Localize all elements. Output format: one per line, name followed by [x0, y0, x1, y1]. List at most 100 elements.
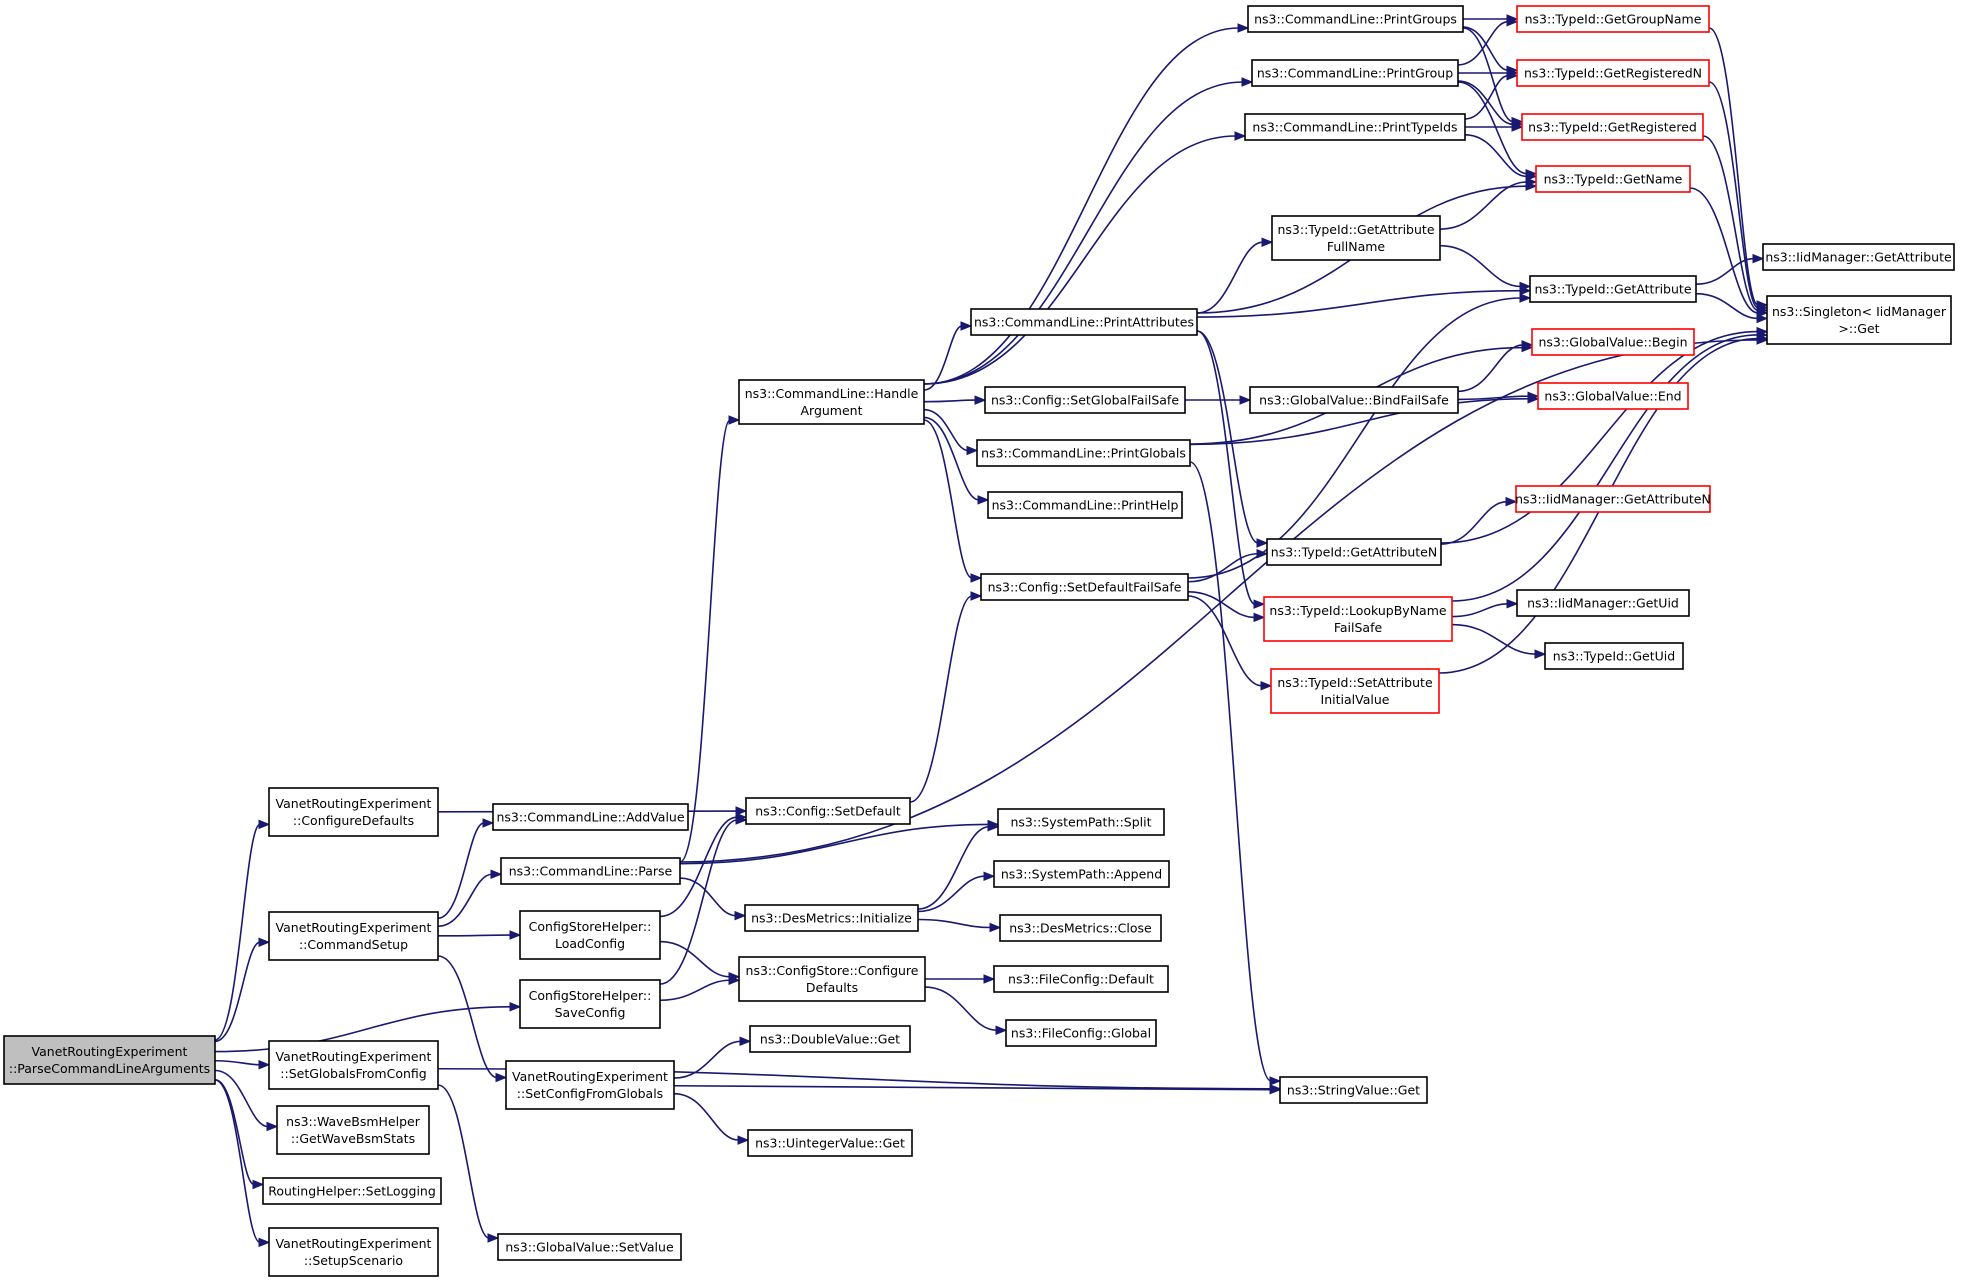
- node-getGroupName[interactable]: ns3::TypeId::GetGroupName: [1516, 5, 1710, 33]
- node-box[interactable]: [980, 573, 1189, 601]
- node-box[interactable]: [1266, 538, 1442, 566]
- node-stringGet[interactable]: ns3::StringValue::Get: [1279, 1076, 1428, 1104]
- node-box[interactable]: [1244, 113, 1466, 141]
- node-box[interactable]: [268, 1227, 439, 1277]
- node-box[interactable]: [984, 386, 1186, 414]
- node-fileDefault[interactable]: ns3::FileConfig::Default: [993, 965, 1169, 993]
- node-box[interactable]: [1521, 113, 1704, 141]
- node-singletonGet[interactable]: ns3::Singleton< IidManager>::Get: [1766, 295, 1952, 345]
- node-box[interactable]: [1249, 386, 1459, 414]
- node-setGlobalFailSafe[interactable]: ns3::Config::SetGlobalFailSafe: [984, 386, 1186, 414]
- node-typeGetUid[interactable]: ns3::TypeId::GetUid: [1544, 642, 1684, 670]
- node-box[interactable]: [1529, 275, 1697, 303]
- node-box[interactable]: [1766, 295, 1952, 345]
- node-getRegisteredN[interactable]: ns3::TypeId::GetRegisteredN: [1516, 59, 1710, 87]
- node-setupScenario[interactable]: VanetRoutingExperiment::SetupScenario: [268, 1227, 439, 1277]
- node-printAttributes[interactable]: ns3::CommandLine::PrintAttributes: [970, 308, 1198, 336]
- node-box[interactable]: [1516, 59, 1710, 87]
- node-box[interactable]: [3, 1035, 216, 1085]
- node-getName[interactable]: ns3::TypeId::GetName: [1535, 165, 1691, 193]
- node-box[interactable]: [987, 491, 1183, 519]
- node-box[interactable]: [1515, 485, 1711, 513]
- node-box[interactable]: [1516, 5, 1710, 33]
- node-getAttribute[interactable]: ns3::TypeId::GetAttribute: [1529, 275, 1697, 303]
- node-setConfigFromGlobals[interactable]: VanetRoutingExperiment::SetConfigFromGlo…: [505, 1060, 675, 1110]
- node-box[interactable]: [749, 1025, 911, 1053]
- node-box[interactable]: [492, 803, 689, 831]
- node-getAttributeN[interactable]: ns3::TypeId::GetAttributeN: [1266, 538, 1442, 566]
- node-box[interactable]: [1544, 642, 1684, 670]
- node-box[interactable]: [1271, 215, 1441, 261]
- node-root[interactable]: VanetRoutingExperiment::ParseCommandLine…: [3, 1035, 216, 1085]
- node-box[interactable]: [262, 1177, 442, 1205]
- node-box[interactable]: [1270, 668, 1440, 714]
- node-box[interactable]: [745, 797, 911, 825]
- node-box[interactable]: [519, 910, 661, 960]
- node-systemSplit[interactable]: ns3::SystemPath::Split: [997, 808, 1165, 836]
- node-configureDefaults[interactable]: VanetRoutingExperiment::ConfigureDefault…: [268, 787, 439, 837]
- node-iidGetUid[interactable]: ns3::IidManager::GetUid: [1516, 589, 1690, 617]
- node-box[interactable]: [519, 979, 661, 1029]
- node-box[interactable]: [497, 1233, 682, 1261]
- node-configSetDefault[interactable]: ns3::Config::SetDefault: [745, 797, 911, 825]
- node-box[interactable]: [738, 956, 926, 1002]
- node-box[interactable]: [1535, 165, 1691, 193]
- node-box[interactable]: [1251, 59, 1459, 87]
- node-commandSetup[interactable]: VanetRoutingExperiment::CommandSetup: [268, 911, 439, 961]
- node-box[interactable]: [997, 808, 1165, 836]
- node-box[interactable]: [993, 860, 1170, 888]
- node-addValue[interactable]: ns3::CommandLine::AddValue: [492, 803, 689, 831]
- node-iidGetAttribute[interactable]: ns3::IidManager::GetAttribute: [1762, 243, 1955, 271]
- node-bindFailSafe[interactable]: ns3::GlobalValue::BindFailSafe: [1249, 386, 1459, 414]
- node-box[interactable]: [276, 1105, 430, 1155]
- node-getWaveBsmStats[interactable]: ns3::WaveBsmHelper::GetWaveBsmStats: [276, 1105, 430, 1155]
- node-printGroups[interactable]: ns3::CommandLine::PrintGroups: [1247, 5, 1464, 33]
- node-box[interactable]: [268, 1040, 439, 1090]
- node-gvBegin[interactable]: ns3::GlobalValue::Begin: [1531, 328, 1695, 356]
- node-printHelp[interactable]: ns3::CommandLine::PrintHelp: [987, 491, 1183, 519]
- node-box[interactable]: [976, 439, 1191, 467]
- node-box[interactable]: [500, 857, 681, 885]
- node-doubleGet[interactable]: ns3::DoubleValue::Get: [749, 1025, 911, 1053]
- node-setDefaultFailSafe[interactable]: ns3::Config::SetDefaultFailSafe: [980, 573, 1189, 601]
- node-parse[interactable]: ns3::CommandLine::Parse: [500, 857, 681, 885]
- node-globalSetValue[interactable]: ns3::GlobalValue::SetValue: [497, 1233, 682, 1261]
- node-gvEnd[interactable]: ns3::GlobalValue::End: [1537, 382, 1689, 410]
- node-box[interactable]: [1537, 382, 1689, 410]
- node-box[interactable]: [1005, 1019, 1157, 1047]
- node-box[interactable]: [747, 1129, 913, 1157]
- node-box[interactable]: [1531, 328, 1695, 356]
- node-printGroup[interactable]: ns3::CommandLine::PrintGroup: [1251, 59, 1459, 87]
- node-box[interactable]: [505, 1060, 675, 1110]
- node-box[interactable]: [970, 308, 1198, 336]
- node-box[interactable]: [738, 379, 925, 425]
- node-box[interactable]: [1279, 1076, 1428, 1104]
- node-box[interactable]: [1516, 589, 1690, 617]
- node-box[interactable]: [1762, 243, 1955, 271]
- node-iidGetAttributeN[interactable]: ns3::IidManager::GetAttributeN: [1515, 485, 1711, 513]
- node-box[interactable]: [999, 914, 1162, 942]
- node-uintegerGet[interactable]: ns3::UintegerValue::Get: [747, 1129, 913, 1157]
- node-printTypeIds[interactable]: ns3::CommandLine::PrintTypeIds: [1244, 113, 1466, 141]
- node-fileGlobal[interactable]: ns3::FileConfig::Global: [1005, 1019, 1157, 1047]
- node-desInitialize[interactable]: ns3::DesMetrics::Initialize: [744, 904, 919, 932]
- node-saveConfig[interactable]: ConfigStoreHelper::SaveConfig: [519, 979, 661, 1029]
- node-getRegistered[interactable]: ns3::TypeId::GetRegistered: [1521, 113, 1704, 141]
- node-box[interactable]: [993, 965, 1169, 993]
- node-box[interactable]: [1247, 5, 1464, 33]
- node-loadConfig[interactable]: ConfigStoreHelper::LoadConfig: [519, 910, 661, 960]
- node-box[interactable]: [268, 787, 439, 837]
- node-box[interactable]: [268, 911, 439, 961]
- node-box[interactable]: [1263, 596, 1453, 642]
- node-systemAppend[interactable]: ns3::SystemPath::Append: [993, 860, 1170, 888]
- node-setGlobalsFromConfig[interactable]: VanetRoutingExperiment::SetGlobalsFromCo…: [268, 1040, 439, 1090]
- node-box[interactable]: [744, 904, 919, 932]
- node-printGlobals[interactable]: ns3::CommandLine::PrintGlobals: [976, 439, 1191, 467]
- node-desClose[interactable]: ns3::DesMetrics::Close: [999, 914, 1162, 942]
- node-setLogging[interactable]: RoutingHelper::SetLogging: [262, 1177, 442, 1205]
- node-configureStoreDefaults[interactable]: ns3::ConfigStore::ConfigureDefaults: [738, 956, 926, 1002]
